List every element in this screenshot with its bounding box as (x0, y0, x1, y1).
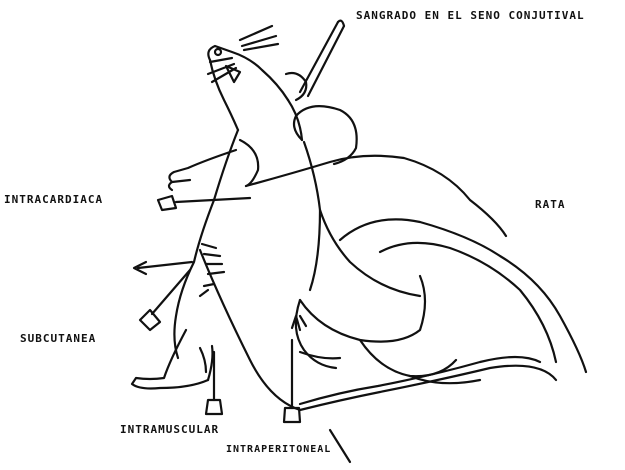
intracardiaca-syringe (158, 196, 250, 210)
label-subcutanea: SUBCUTANEA (20, 332, 96, 345)
label-rata: RATA (535, 198, 566, 211)
label-sangrado-seno-conjuntival: SANGRADO EN EL SENO CONJUTIVAL (356, 9, 585, 22)
intramuscular-syringe (206, 352, 222, 414)
subcutanea-syringe (140, 270, 190, 330)
hand (246, 106, 586, 383)
label-intramuscular: INTRAMUSCULAR (120, 423, 219, 436)
rat-head (208, 26, 306, 130)
intraperitoneal-syringe (284, 316, 350, 462)
intraperitoneal-arrow (134, 262, 192, 274)
label-intraperitoneal: INTRAPERITONEAL (226, 444, 331, 455)
label-intracardiaca: INTRACARDIACA (4, 193, 103, 206)
